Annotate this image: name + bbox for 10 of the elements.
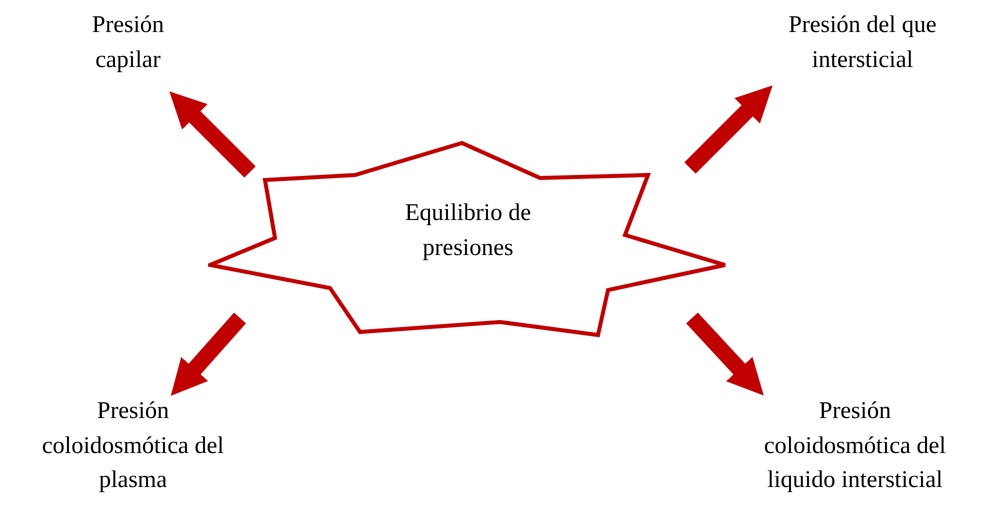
label-text: Presión coloidosmótica del plasma: [33, 393, 233, 499]
center-label: Equilibrio de presiones: [404, 199, 532, 263]
label-text: Presión capilar: [78, 8, 178, 78]
star-shape: [208, 140, 728, 338]
arrow: [170, 312, 246, 396]
arrow: [169, 91, 256, 178]
arrow: [684, 85, 773, 174]
arrow: [686, 312, 764, 396]
label-text: Presión del que intersticial: [775, 8, 950, 78]
label-text: Presión coloidosmótica del liquido intersticial: [755, 393, 955, 499]
